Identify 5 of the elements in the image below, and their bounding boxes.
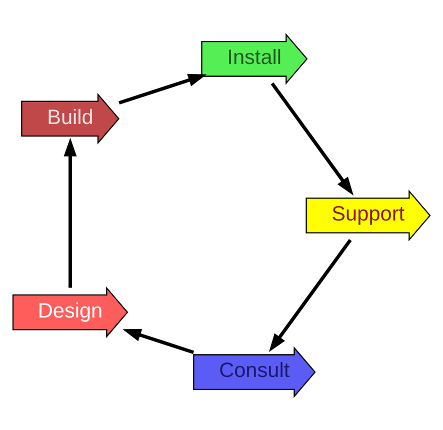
arrow [270, 82, 354, 195]
arrow [122, 328, 194, 354]
arrow [64, 137, 77, 288]
arrow [118, 73, 207, 104]
arrow [268, 238, 352, 352]
